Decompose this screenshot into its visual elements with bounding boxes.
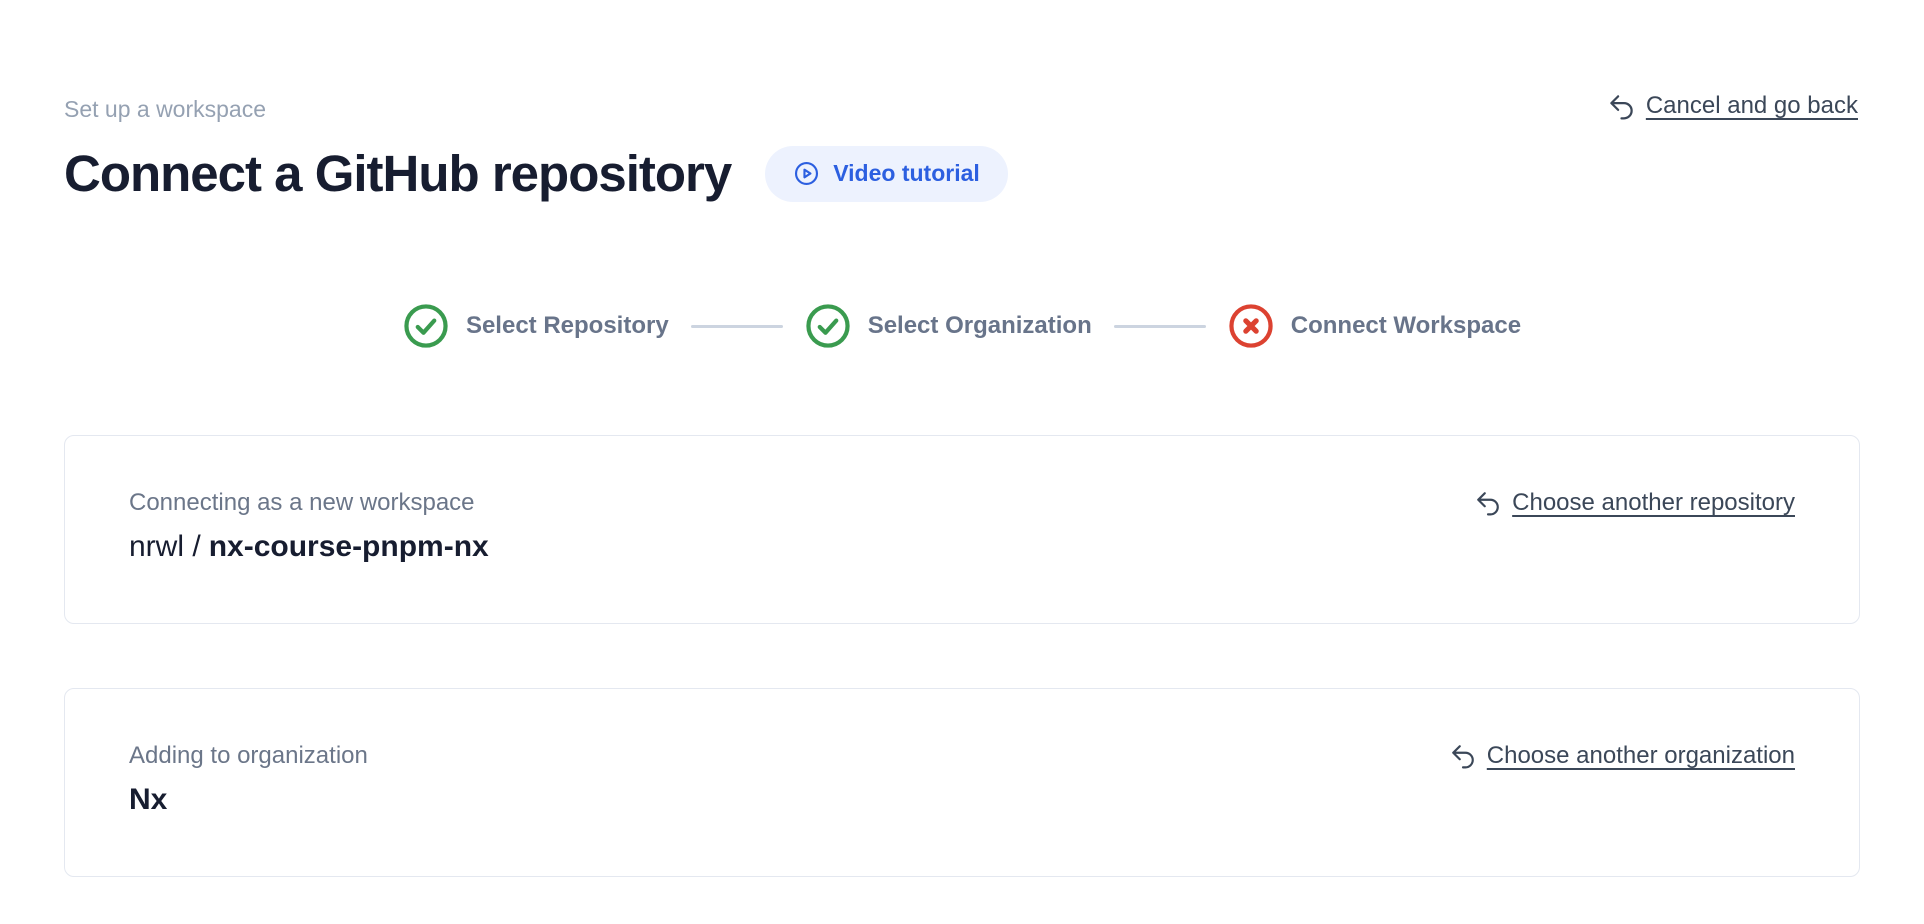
page-title: Connect a GitHub repository [64,145,732,202]
repository-name: nx-course-pnpm-nx [208,530,489,563]
step-select-organization: Select Organization [805,303,1092,349]
page-header: Set up a workspace Connect a GitHub repo… [64,92,1860,203]
check-circle-icon [403,303,449,349]
repository-full-name: nrwl /nx-course-pnpm-nx [129,527,489,567]
play-circle-icon [793,160,820,187]
eyebrow-label: Set up a workspace [64,96,267,122]
organization-card-info: Adding to organization Nx [129,741,368,820]
choose-another-repository-link[interactable]: Choose another repository [1475,489,1795,517]
organization-card: Adding to organization Nx Choose another… [64,688,1860,877]
video-tutorial-label: Video tutorial [833,160,980,186]
stepper-connector [690,324,783,328]
check-circle-icon [805,303,851,349]
stepper-connector [1113,324,1206,328]
step-label: Connect Workspace [1290,312,1522,339]
choose-another-organization-link[interactable]: Choose another organization [1450,742,1795,770]
step-connect-workspace: Connect Workspace [1228,303,1521,349]
cancel-and-go-back-label: Cancel and go back [1645,92,1858,119]
cancel-and-go-back-link[interactable]: Cancel and go back [1608,92,1858,120]
repository-card-label: Connecting as a new workspace [129,489,475,516]
choose-another-repository-label: Choose another repository [1512,489,1795,516]
repository-card: Connecting as a new workspace nrwl /nx-c… [64,435,1860,624]
repository-card-info: Connecting as a new workspace nrwl /nx-c… [129,488,489,567]
organization-card-label: Adding to organization [129,742,368,769]
undo-arrow-icon [1450,743,1476,769]
choose-another-organization-label: Choose another organization [1486,742,1795,769]
organization-name: Nx [129,783,168,816]
undo-arrow-icon [1608,93,1635,120]
x-circle-icon [1228,303,1274,349]
video-tutorial-button[interactable]: Video tutorial [765,145,1008,202]
repository-owner: nrwl / [129,530,201,563]
undo-arrow-icon [1475,490,1501,516]
title-row: Connect a GitHub repository Video tutori… [64,144,1860,203]
step-label: Select Organization [867,312,1092,339]
step-label: Select Repository [465,312,669,339]
step-select-repository: Select Repository [403,303,669,349]
setup-stepper: Select Repository Select Organization Co… [64,303,1860,349]
